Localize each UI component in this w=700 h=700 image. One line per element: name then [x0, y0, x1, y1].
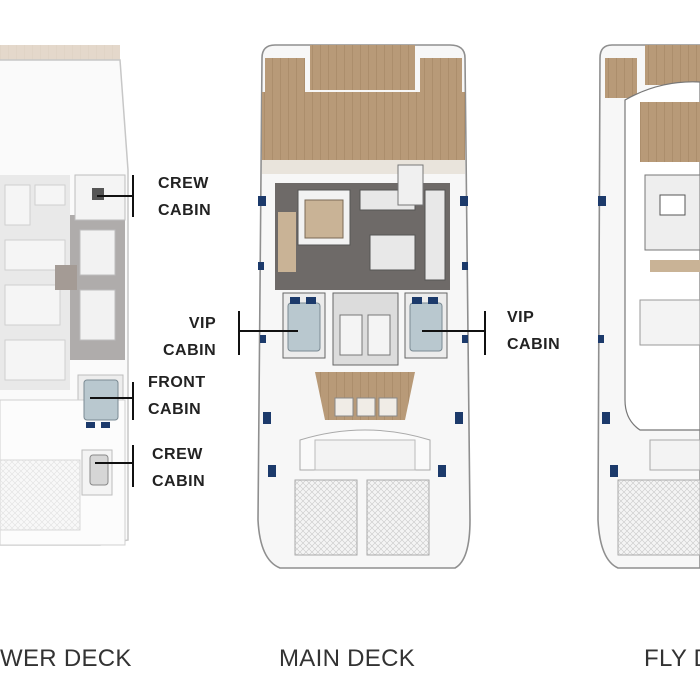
crew-cabin-top-line1: CREW — [158, 175, 209, 192]
lower-deck-plan — [0, 45, 129, 546]
crew-cabin-bottom-line1: CREW — [152, 446, 203, 463]
front-cabin-line1: FRONT — [148, 374, 206, 391]
vip-cabin-left-leader-tick — [238, 311, 240, 355]
fly-deck-title: FLY D — [644, 645, 700, 672]
vip-cabin-right-line2: CABIN — [507, 336, 561, 353]
lower-deck-title: WER DECK — [0, 645, 132, 672]
main-deck-title: MAIN DECK — [279, 645, 416, 672]
crew-cabin-bottom-leader-line — [95, 462, 132, 464]
vip-cabin-right-label: VIP CABIN — [507, 304, 560, 358]
vip-cabin-left-line2: CABIN — [163, 342, 217, 359]
crew-cabin-bottom-line2: CABIN — [152, 473, 206, 490]
crew-cabin-top-leader-tick — [132, 175, 134, 217]
crew-cabin-top-line2: CABIN — [158, 202, 212, 219]
vip-cabin-left-label: VIP CABIN — [163, 310, 216, 364]
crew-cabin-bottom-label: CREW CABIN — [152, 441, 205, 495]
vip-cabin-right-leader-tick — [484, 311, 486, 355]
crew-cabin-top-label: CREW CABIN — [158, 170, 211, 224]
vip-cabin-left-line1: VIP — [188, 315, 217, 332]
front-cabin-label: FRONT CABIN — [148, 369, 206, 423]
fly-deck-plan — [597, 44, 700, 569]
lower-deck-cabin-details — [83, 188, 119, 486]
vip-cabin-left-leader-line — [240, 330, 298, 332]
front-cabin-leader-tick — [132, 382, 134, 420]
main-deck-plan — [257, 44, 471, 569]
vip-cabin-right-leader-line — [422, 330, 484, 332]
front-cabin-leader-line — [90, 397, 132, 399]
front-cabin-line2: CABIN — [148, 401, 202, 418]
crew-cabin-top-leader-line — [97, 195, 132, 197]
crew-cabin-bottom-leader-tick — [132, 445, 134, 487]
vip-cabin-right-line1: VIP — [507, 309, 535, 326]
